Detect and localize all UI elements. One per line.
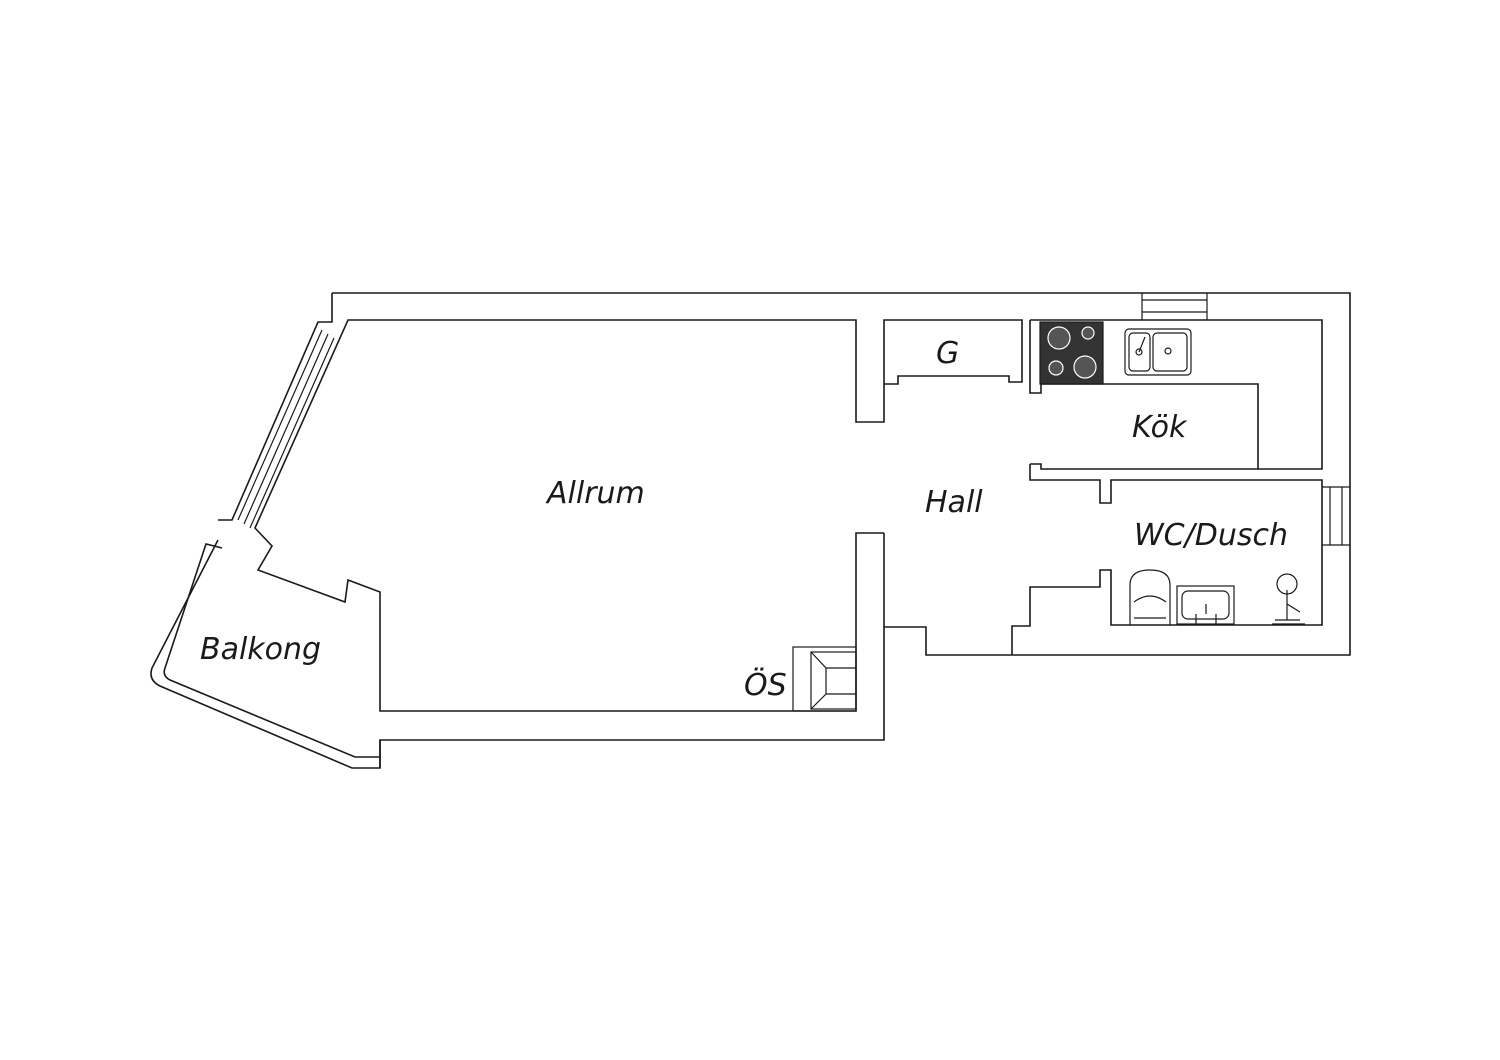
toilet-icon [1129, 569, 1171, 625]
label-os: ÖS [744, 667, 787, 703]
os-shaft [792, 646, 857, 712]
wc-top-wall [1011, 464, 1323, 655]
label-allrum: Allrum [545, 476, 645, 511]
label-hall: Hall [925, 485, 983, 520]
allrum-window [237, 329, 335, 529]
shower-icon [1272, 573, 1305, 625]
allrum-door-jamb [855, 319, 1023, 423]
label-kok: Kök [1132, 410, 1188, 445]
outer-wall [332, 292, 1351, 768]
label-wc-dusch: WC/Dusch [1134, 518, 1288, 553]
kitchen-sink-icon [1124, 328, 1192, 376]
wc-partition-line [1030, 463, 1258, 470]
balkong-inner [163, 543, 380, 758]
stove-icon [1039, 321, 1104, 385]
label-garderob: G [936, 336, 959, 371]
kok-window [1141, 293, 1208, 320]
outer-wall-left [218, 293, 333, 521]
allrum-inner-wall [254, 319, 884, 712]
wc-window [1322, 486, 1350, 546]
label-balkong: Balkong [200, 632, 321, 667]
balkong-outline [150, 539, 381, 769]
kok-walls [1029, 319, 1323, 470]
wc-sink-icon [1176, 585, 1235, 625]
